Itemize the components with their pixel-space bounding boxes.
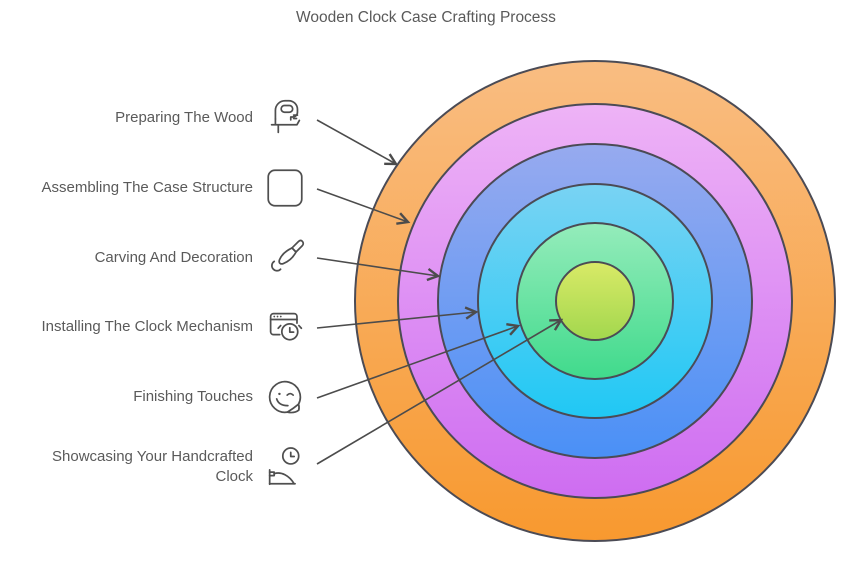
arrow-step-5 [316,323,521,399]
paintbrush-icon [262,234,308,282]
ring-6-showcasing-clock [555,261,635,341]
arrow-step-1 [316,119,399,166]
step-label-6: Showcasing Your Handcrafted Clock [52,447,253,485]
sticker-wink-icon [262,373,308,421]
step-row-1: Preparing The Wood [13,94,308,142]
arrow-step-3 [316,257,441,282]
case-square-icon [262,164,308,212]
step-label-3: Carving And Decoration [94,248,253,266]
step-label-2: Assembling The Case Structure [41,178,254,196]
window-clock-icon [262,303,308,351]
step-row-4: Installing The Clock Mechanism [13,303,308,351]
step-label-4: Installing The Clock Mechanism [41,317,253,335]
arrow-step-2 [316,188,411,225]
step-row-3: Carving And Decoration [13,234,308,282]
jigsaw-icon [262,94,308,142]
diagram-title: Wooden Clock Case Crafting Process [296,9,556,26]
step-label-1: Preparing The Wood [115,108,253,126]
arrow-step-4 [316,306,479,329]
step-row-5: Finishing Touches [13,373,308,421]
presenting-clock-icon [262,443,308,491]
step-row-6: Showcasing Your Handcrafted Clock [13,443,308,491]
step-row-2: Assembling The Case Structure [13,164,308,212]
arrow-step-6 [316,318,564,465]
connector-arrows [316,119,564,465]
step-label-5: Finishing Touches [133,387,253,405]
onion-rings [354,60,836,542]
